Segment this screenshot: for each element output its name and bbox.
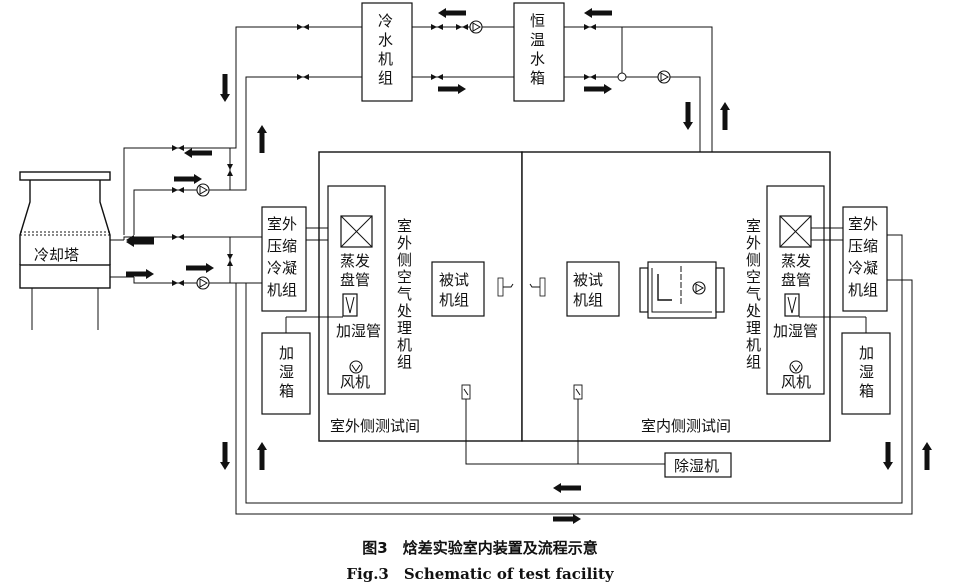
evaporator-left-line-2: 盘管	[340, 271, 370, 289]
dehumidifier-label: 除湿机	[674, 457, 719, 475]
ahu-right-char-2: 外	[746, 234, 761, 252]
cooling-water-piping	[110, 140, 262, 290]
wall-fittings	[497, 277, 546, 297]
evaporator-right-line-1: 蒸发	[781, 252, 811, 270]
humidifier-box-right-char-1: 加	[859, 344, 874, 362]
humidifier-box-left-char-2: 湿	[279, 363, 294, 381]
tested-unit-outdoor: 被试 机组	[431, 261, 485, 317]
tested-unit-left-line-1: 被试	[439, 271, 469, 289]
ahu-left-char-1: 室	[397, 217, 412, 235]
humidifier-pipe-left-label: 加湿管	[336, 322, 381, 340]
tested-unit-right-line-2: 机组	[573, 291, 603, 309]
fan-right-label: 风机	[781, 373, 811, 391]
condenser-left-line-4: 机组	[267, 281, 297, 299]
chiller-char-3: 机	[378, 50, 393, 68]
humidifier-box-right: 加 湿 箱	[841, 332, 891, 415]
tank-char-1: 恒	[530, 12, 545, 30]
outdoor-room-label: 室外侧测试间	[330, 417, 420, 435]
humidifier-box-right-char-2: 湿	[859, 363, 874, 381]
humidifier-box-left: 加 湿 箱	[261, 332, 311, 415]
tank-char-4: 箱	[530, 69, 545, 87]
dehumidifier-system: 除湿机	[461, 384, 732, 478]
return-ducting	[220, 234, 932, 524]
chiller-char-1: 冷	[378, 12, 393, 30]
ahu-left-char-2: 外	[397, 234, 412, 252]
tank-char-3: 水	[530, 50, 545, 68]
evaporator-left-line-1: 蒸发	[340, 252, 370, 270]
tank-char-2: 温	[530, 31, 545, 49]
indoor-unit-drawing	[639, 261, 725, 319]
tested-unit-right-line-1: 被试	[573, 271, 603, 289]
chiller-unit: 冷 水 机 组	[361, 2, 413, 102]
ahu-left-char-5: 气	[397, 285, 412, 303]
chiller-char-4: 组	[378, 69, 393, 87]
ahu-right-char-6: 处	[746, 302, 761, 320]
fan-left-label: 风机	[340, 373, 370, 391]
air-handling-unit-right: 蒸发 盘管 加湿管 风机 室 外 侧 空 气 处 理 机 组	[746, 185, 867, 395]
ahu-right-char-1: 室	[746, 217, 761, 235]
cooling-tower: 冷却塔	[19, 171, 111, 330]
humidifier-box-left-char-1: 加	[279, 344, 294, 362]
fan-left-icon	[349, 360, 363, 374]
condenser-left-line-1: 室外	[267, 215, 297, 233]
ahu-left-char-9: 组	[397, 353, 412, 371]
ahu-right-char-3: 侧	[746, 251, 761, 269]
condenser-left-line-2: 压缩	[267, 237, 297, 255]
ahu-right-char-4: 空	[746, 268, 761, 286]
chilled-water-piping	[220, 8, 730, 175]
indoor-room-label: 室内侧测试间	[641, 417, 731, 435]
cooling-tower-label: 冷却塔	[34, 246, 79, 264]
tested-unit-indoor: 被试 机组	[566, 261, 620, 317]
caption-english: Fig.3 Schematic of test facility	[346, 565, 615, 583]
caption-chinese: 图3 焓差实验室内装置及流程示意	[362, 539, 597, 557]
ahu-left-char-7: 理	[397, 319, 412, 337]
evaporator-right-line-2: 盘管	[781, 271, 811, 289]
condenser-right-line-4: 机组	[848, 281, 878, 299]
outdoor-condenser-unit-right: 室外 压缩 冷凝 机组	[811, 206, 888, 312]
humidifier-box-left-char-3: 箱	[279, 382, 294, 400]
tested-unit-left-line-2: 机组	[439, 291, 469, 309]
humidifier-box-right-char-3: 箱	[859, 382, 874, 400]
ahu-right-char-8: 机	[746, 336, 761, 354]
humidifier-pipe-right-label: 加湿管	[773, 322, 818, 340]
condenser-left-line-3: 冷凝	[267, 259, 297, 277]
air-handling-unit-left: 蒸发 盘管 加湿管 风机 室 外 侧 空 气 处 理 机 组	[285, 185, 412, 395]
fan-right-icon	[789, 360, 803, 374]
constant-temperature-water-tank: 恒 温 水 箱	[513, 2, 565, 102]
ahu-left-char-3: 侧	[397, 251, 412, 269]
chiller-char-2: 水	[378, 31, 393, 49]
condenser-right-line-2: 压缩	[848, 237, 878, 255]
ahu-right-char-9: 组	[746, 353, 761, 371]
ahu-right-char-5: 气	[746, 285, 761, 303]
condenser-right-line-1: 室外	[848, 215, 878, 233]
ahu-right-char-7: 理	[746, 319, 761, 337]
ahu-left-char-8: 机	[397, 336, 412, 354]
outdoor-condenser-unit-left: 室外 压缩 冷凝 机组	[261, 206, 340, 312]
ahu-left-char-4: 空	[397, 268, 412, 286]
condenser-right-line-3: 冷凝	[848, 259, 878, 277]
ahu-left-char-6: 处	[397, 302, 412, 320]
